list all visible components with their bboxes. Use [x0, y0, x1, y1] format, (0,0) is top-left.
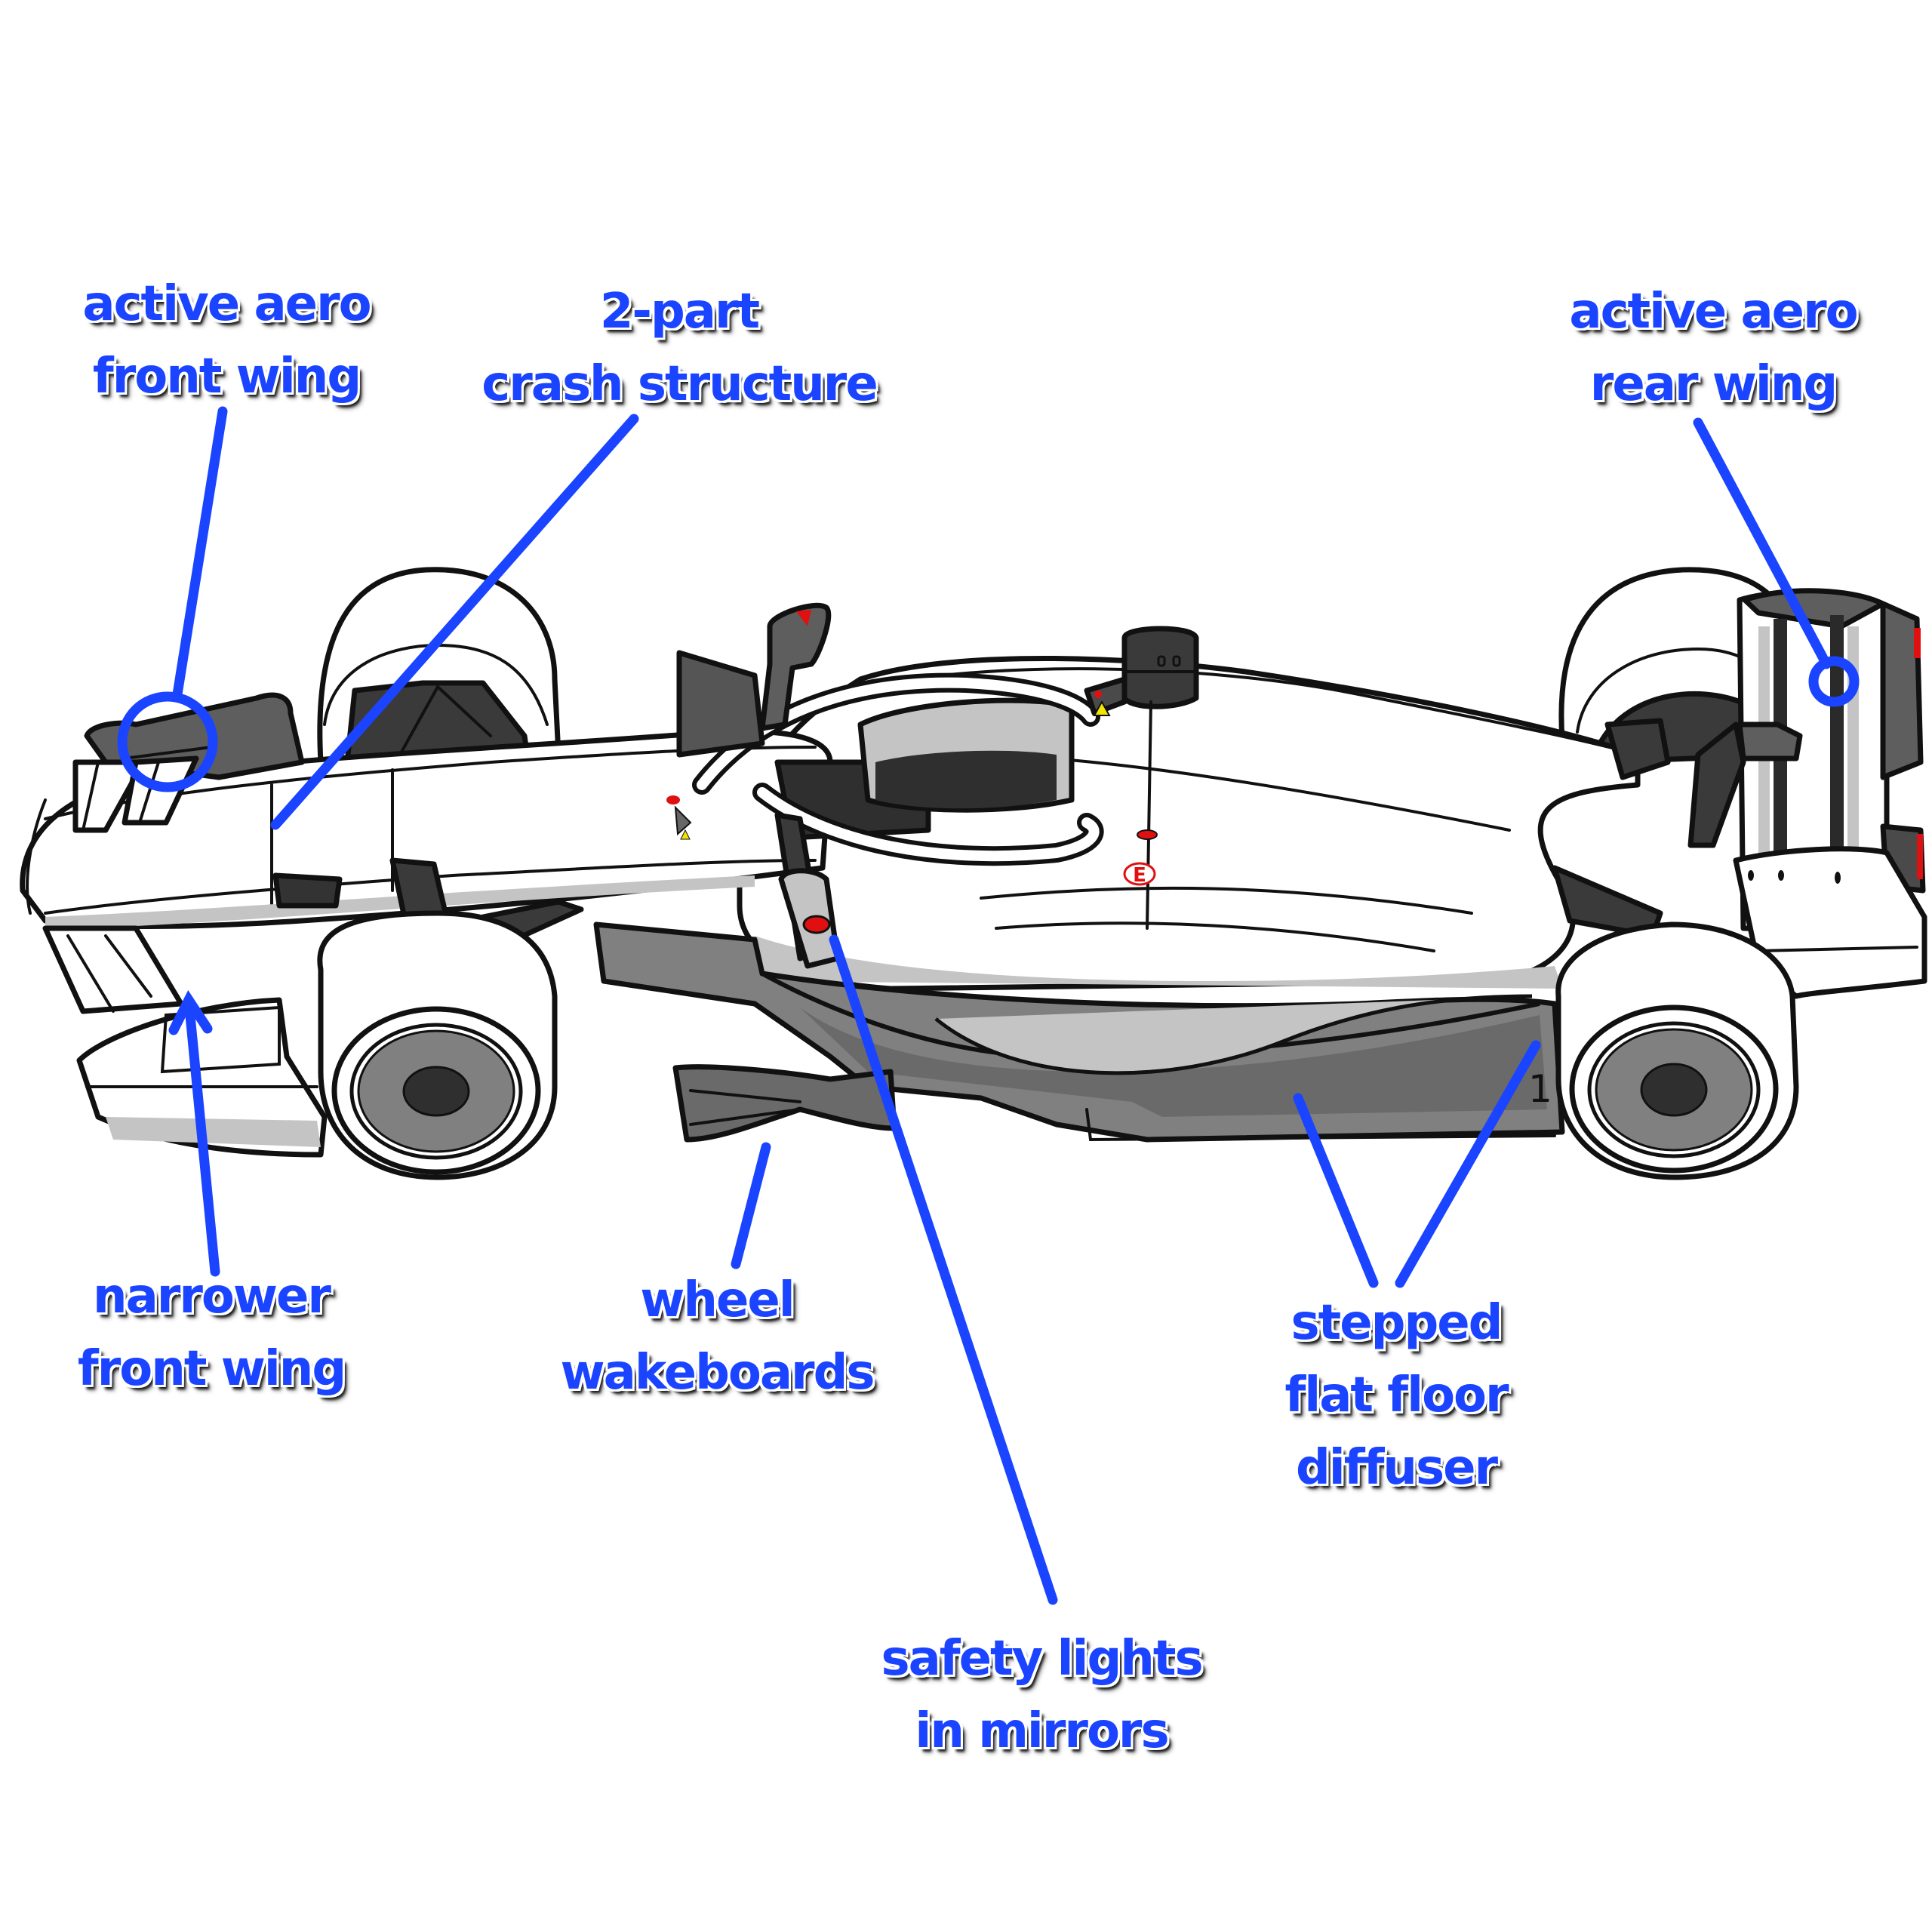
label-line: narrower	[93, 1269, 331, 1324]
label-line: stepped	[1291, 1295, 1503, 1351]
label-stepped-floor-diffuser: stepped flat floor diffuser	[1268, 1287, 1524, 1504]
label-line: front wing	[77, 1341, 346, 1397]
callout-line-crash-structure	[270, 414, 639, 830]
label-safety-lights: safety lights in mirrors	[860, 1623, 1223, 1767]
callout-line-floor	[1293, 1093, 1379, 1288]
chassis	[20, 656, 1641, 992]
floor-diffuser: 1	[593, 921, 1565, 1143]
warning-triangle-icon	[1093, 700, 1111, 716]
label-line: crash structure	[481, 356, 878, 412]
label-line: active aero	[82, 276, 371, 332]
label-line: 2-part	[599, 284, 760, 340]
label-narrower-front-wing: narrower front wing	[53, 1260, 370, 1405]
label-line: rear wing	[1589, 356, 1838, 412]
emergency-badge-letter: E	[1133, 864, 1146, 887]
callout-line-wakeboards	[731, 1142, 771, 1269]
mirror-right	[774, 812, 841, 969]
label-active-aero-front-wing: active aero front wing	[45, 268, 408, 413]
rear-suspension	[1552, 718, 1746, 939]
callout-circle-rear-wing	[1808, 656, 1860, 707]
label-line: wheel	[640, 1272, 795, 1328]
callout-line-rear-wing-active	[1693, 417, 1832, 669]
label-active-aero-rear-wing: active aero rear wing	[1532, 275, 1894, 420]
callout-arrow-narrower-front-wing	[183, 995, 220, 1277]
callout-line-front-wing-active	[172, 406, 228, 700]
car-number: 1	[1528, 1067, 1552, 1111]
label-wheel-wakeboards: wheel wakeboards	[543, 1264, 891, 1409]
safety-light	[802, 915, 831, 934]
label-line: in mirrors	[915, 1703, 1169, 1759]
label-line: wakeboards	[560, 1345, 875, 1401]
arrow-head-icon	[168, 990, 213, 1035]
front-wheel	[317, 910, 558, 1180]
callout-line-safety-lights	[829, 934, 1058, 1605]
label-line: active aero	[1569, 284, 1858, 340]
callouts	[117, 406, 1860, 1605]
rear-wheel	[1555, 921, 1799, 1180]
callout-circle-front-wing	[117, 691, 218, 792]
rear-wing	[1733, 588, 1927, 999]
callout-line-diffuser	[1395, 1040, 1541, 1288]
label-line: safety lights	[881, 1631, 1203, 1687]
label-crash-structure: 2-part crash structure	[468, 275, 891, 420]
label-line: front wing	[92, 349, 361, 405]
emergency-badge: E	[1123, 862, 1156, 887]
wheel-wakeboard	[672, 1064, 897, 1143]
mirror-left	[676, 602, 832, 758]
label-line: flat floor	[1284, 1367, 1509, 1423]
cockpit-stickers	[666, 795, 692, 840]
roll-hoop-camera	[1084, 626, 1199, 930]
label-line: diffuser	[1295, 1440, 1498, 1496]
